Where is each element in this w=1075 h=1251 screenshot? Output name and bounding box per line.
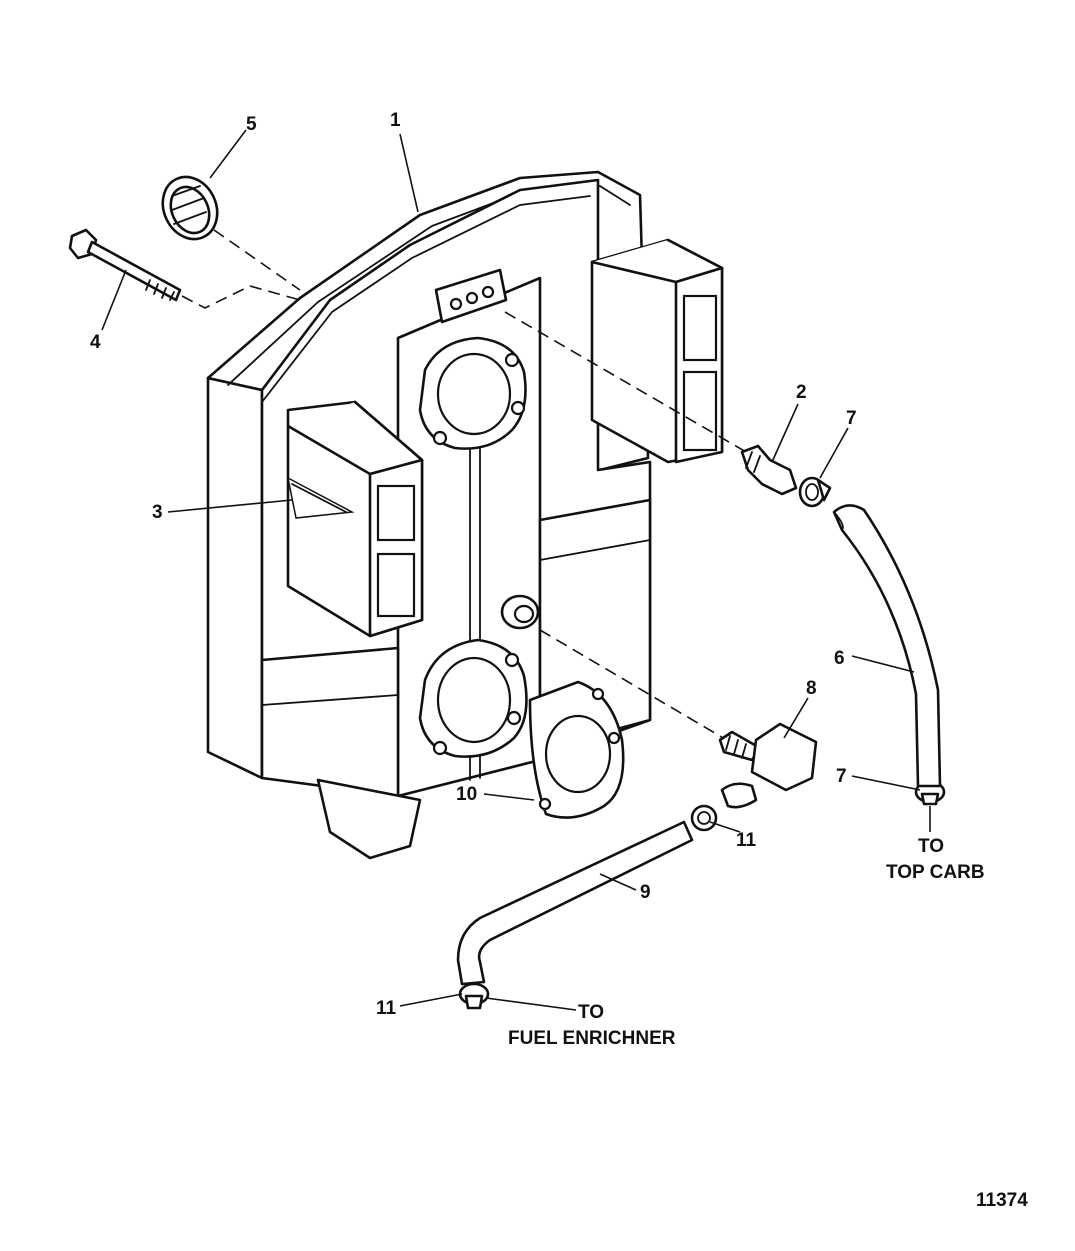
callout-9: 9 bbox=[640, 882, 651, 903]
bolt-part-4 bbox=[68, 228, 182, 302]
note-top-carb-line2: TOP CARB bbox=[886, 862, 985, 883]
callout-6: 6 bbox=[834, 648, 845, 669]
callout-4: 4 bbox=[90, 332, 101, 353]
callout-8: 8 bbox=[806, 678, 817, 699]
callout-5: 5 bbox=[246, 114, 257, 135]
callout-11-lower: 11 bbox=[376, 998, 397, 1019]
leader-10 bbox=[483, 793, 535, 801]
callout-11-upper: 11 bbox=[736, 830, 757, 851]
hose-part-9 bbox=[456, 820, 694, 986]
fitting-part-2 bbox=[740, 444, 798, 496]
leader-1 bbox=[399, 133, 419, 213]
figure-number: 11374 bbox=[976, 1190, 1028, 1211]
leader-3 bbox=[167, 499, 293, 513]
callout-7-upper: 7 bbox=[846, 408, 857, 429]
dashed-line-fitting-2 bbox=[504, 311, 761, 461]
callout-10: 10 bbox=[456, 784, 477, 805]
leader-7a bbox=[819, 427, 849, 479]
cap-part-5 bbox=[161, 175, 219, 241]
callout-1: 1 bbox=[390, 110, 401, 131]
note-fuel-line1: TO bbox=[578, 1002, 604, 1023]
clamp-part-11-lower bbox=[458, 982, 490, 1010]
clamp-part-7-upper bbox=[798, 476, 832, 508]
note-top-carb-line1: TO bbox=[918, 836, 944, 857]
clamp-part-11-upper bbox=[690, 804, 718, 832]
callout-3: 3 bbox=[152, 502, 163, 523]
elbow-fitting-part-8 bbox=[718, 722, 818, 809]
leader-to-fuel-enrichner bbox=[485, 997, 577, 1011]
leader-7b bbox=[851, 775, 921, 791]
leader-5 bbox=[209, 129, 247, 179]
leader-11b bbox=[399, 993, 463, 1007]
leader-4 bbox=[101, 269, 127, 331]
leader-11a bbox=[709, 821, 741, 833]
leader-9 bbox=[599, 873, 637, 891]
gasket-part-10 bbox=[528, 680, 625, 819]
leader-2 bbox=[771, 403, 799, 463]
leader-8 bbox=[783, 697, 809, 739]
housing-part-1 bbox=[206, 170, 724, 860]
dashed-line-cap bbox=[213, 229, 301, 291]
leader-6 bbox=[851, 655, 915, 673]
dashed-line-bolt bbox=[181, 285, 301, 309]
callout-2: 2 bbox=[796, 382, 807, 403]
hose-part-6 bbox=[832, 504, 942, 788]
callout-7-lower: 7 bbox=[836, 766, 847, 787]
note-fuel-line2: FUEL ENRICHNER bbox=[508, 1028, 676, 1049]
